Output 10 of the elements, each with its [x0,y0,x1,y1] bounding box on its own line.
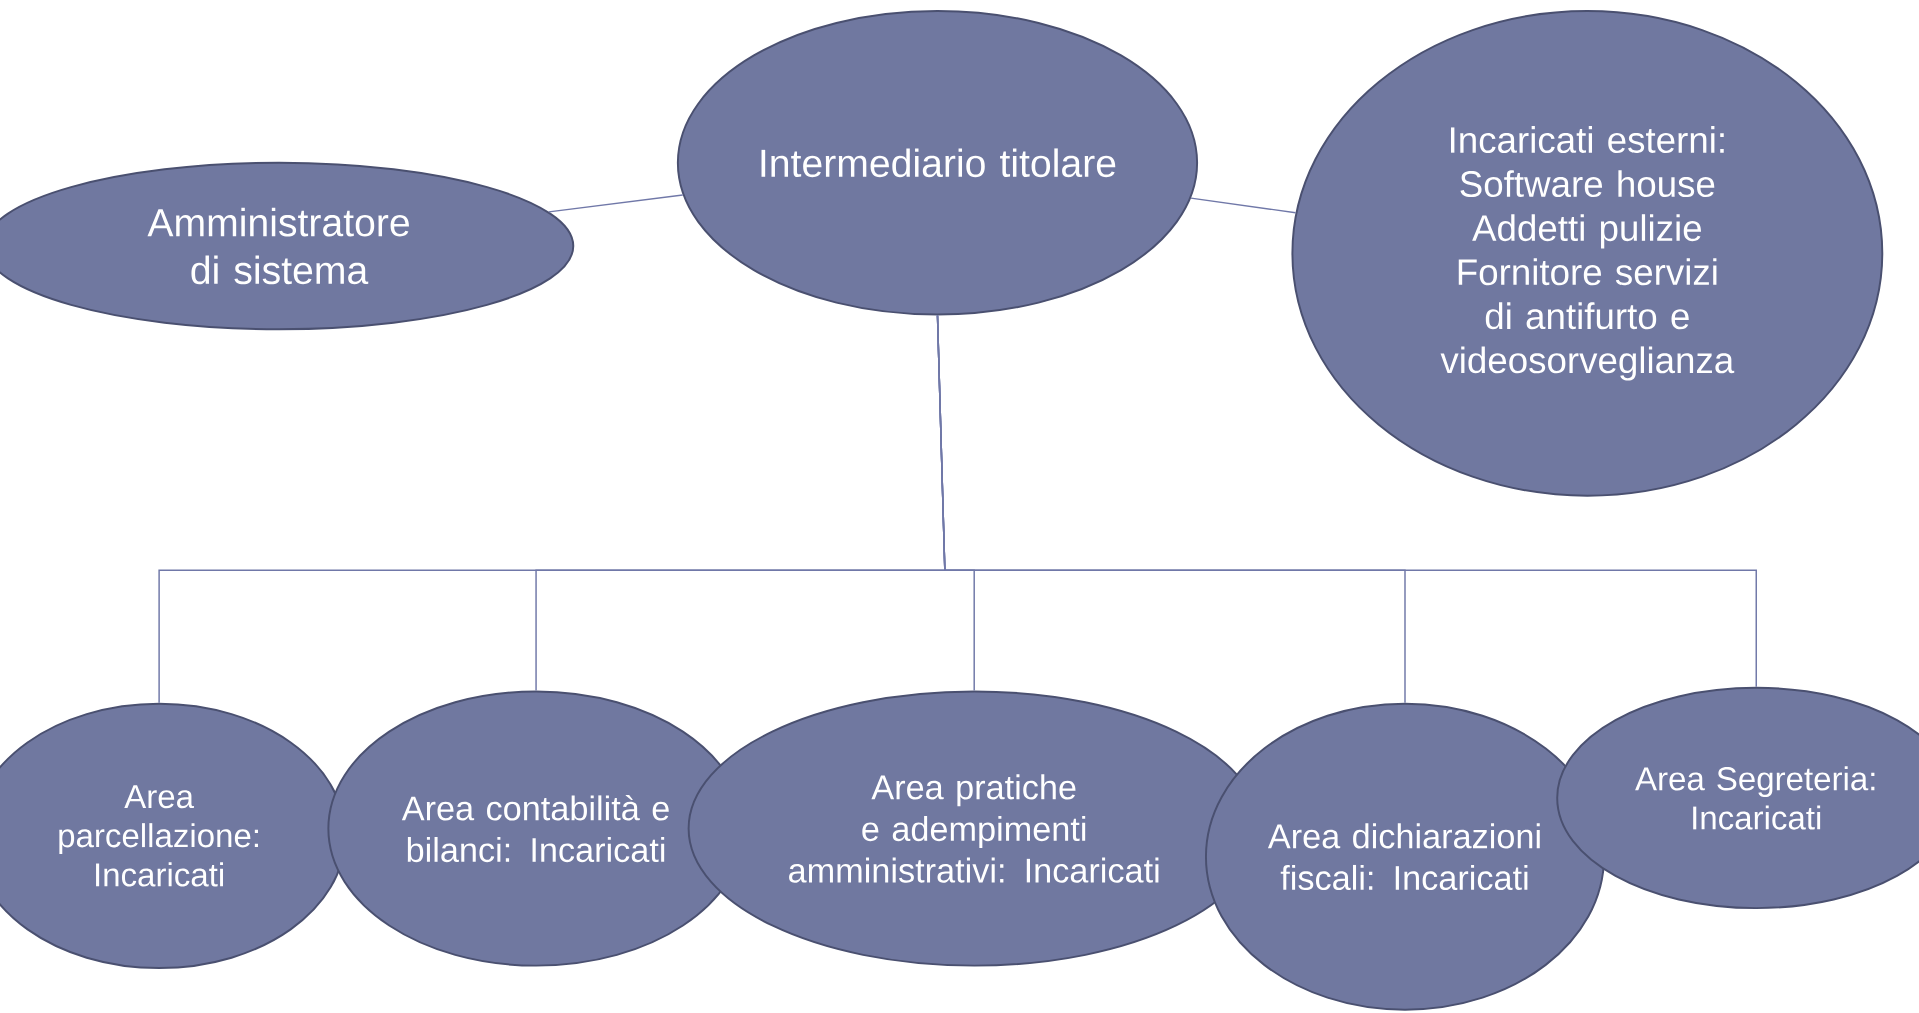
node-label: Area Segreteria: Incaricati [1635,766,1875,830]
connector-line [1190,197,1297,214]
connector-line [548,194,684,213]
ellipse-node: Area contabilità e bilanci: Incaricati [327,690,745,967]
ellipse-node: Area Segreteria: Incaricati [1556,686,1919,909]
ellipse-node: Incaricati esterni: Software house Addetti pulizie Fornitore servizi di antifurto e videosorveglianza [1291,9,1884,497]
connector-line [936,314,1757,688]
ellipse-node: Intermediario titolare [676,9,1199,316]
ellipse-node: Area dichiarazioni fiscali: Incaricati [1204,702,1605,1011]
ellipse-node: Area pratiche e adempimenti amministrativi: Incaricati [687,690,1261,967]
